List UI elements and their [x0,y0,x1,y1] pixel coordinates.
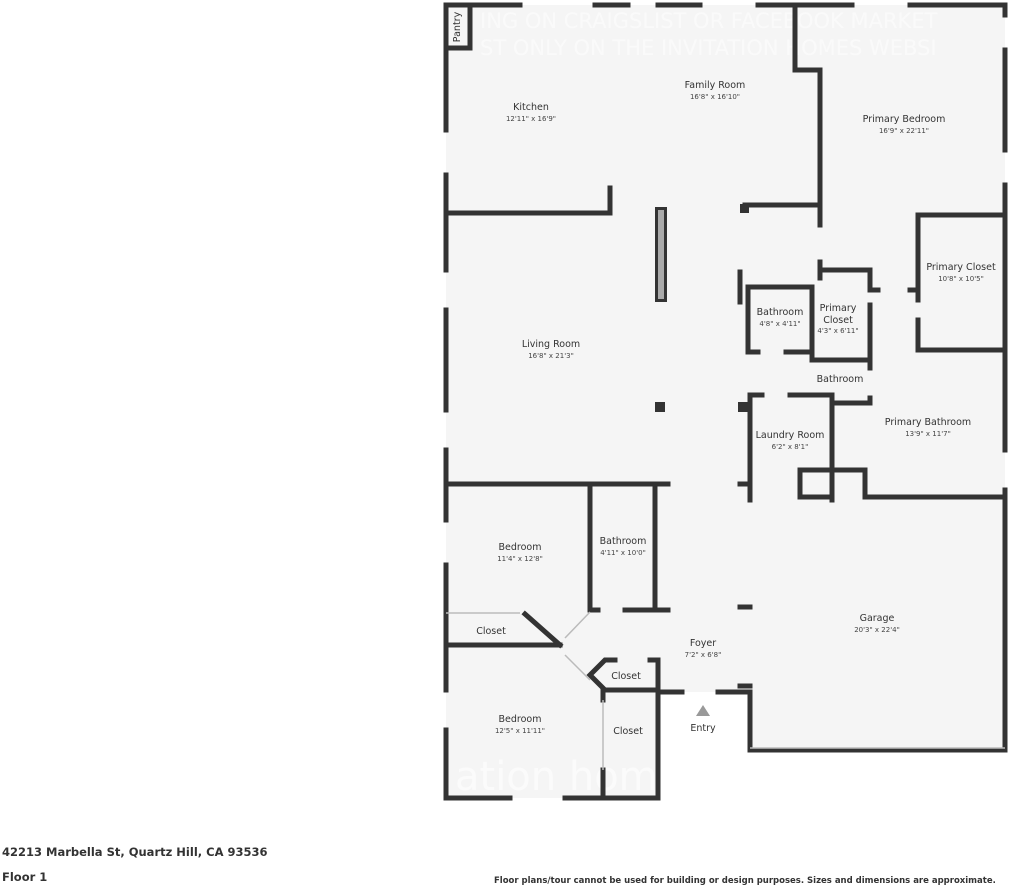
room-label-foyer: Foyer [690,638,716,649]
room-dim-living-room: 16'8" x 21'3" [528,352,574,360]
watermark-logo: ation home [455,754,682,800]
room-dim-laundry-room: 6'2" x 8'1" [772,443,809,451]
address: 42213 Marbella St, Quartz Hill, CA 93536 [2,845,268,859]
walls [443,2,1008,801]
entry-label: Entry [690,723,716,734]
room-label-closet-foyer: Closet [611,671,641,682]
room-dim-primary-bathroom: 13'9" x 11'7" [905,430,951,438]
room-label-primary-bedroom: Primary Bedroom [863,114,946,125]
room-label-bathroom-wc: Bathroom [817,374,864,385]
room-label-pantry: Pantry [452,11,463,42]
watermark-line-2: ST ONLY ON THE INVITATION HOMES WEBSI [480,36,937,60]
room-label-primary-closet-small-2: Closet [823,315,853,326]
room-dim-family-room: 16'8" x 16'10" [690,93,740,101]
room-dim-bathroom-hall: 4'11" x 10'0" [600,549,646,557]
room-label-primary-closet: Primary Closet [926,262,996,273]
watermark-line-1: ING ON CRAIGSLIST OR FACEBOOK MARKET [480,9,938,33]
room-label-closet-1: Closet [476,626,506,637]
room-dim-garage: 20'3" x 22'4" [854,626,900,634]
room-dim-bathroom: 4'8" x 4'11" [759,320,800,328]
room-dim-bedroom-1: 11'4" x 12'8" [497,555,543,563]
room-label-primary-bathroom: Primary Bathroom [885,417,971,428]
room-label-bathroom-hall: Bathroom [600,536,647,547]
room-dim-kitchen: 12'11" x 16'9" [506,115,556,123]
room-label-primary-closet-small-1: Primary [820,303,857,314]
room-label-closet-2: Closet [613,726,643,737]
room-label-kitchen: Kitchen [513,102,549,113]
floor-area [446,5,1005,798]
room-label-living-room: Living Room [522,339,580,350]
room-label-bathroom: Bathroom [757,307,804,318]
floor-label: Floor 1 [2,870,48,884]
room-dim-primary-closet-small: 4'3" x 6'11" [817,327,858,335]
room-dim-bedroom-2: 12'5" x 11'11" [495,727,545,735]
room-label-garage: Garage [860,613,895,624]
room-dim-primary-closet: 10'8" x 10'5" [938,275,984,283]
room-dim-foyer: 7'2" x 6'8" [685,651,722,659]
room-dim-primary-bedroom: 16'9" x 22'11" [879,127,929,135]
room-label-bedroom-1: Bedroom [499,542,542,553]
disclaimer: Floor plans/tour cannot be used for buil… [494,876,996,886]
room-label-laundry-room: Laundry Room [756,430,825,441]
triangle-up-icon [696,705,710,716]
room-label-bedroom-2: Bedroom [499,714,542,725]
room-label-family-room: Family Room [685,80,746,91]
